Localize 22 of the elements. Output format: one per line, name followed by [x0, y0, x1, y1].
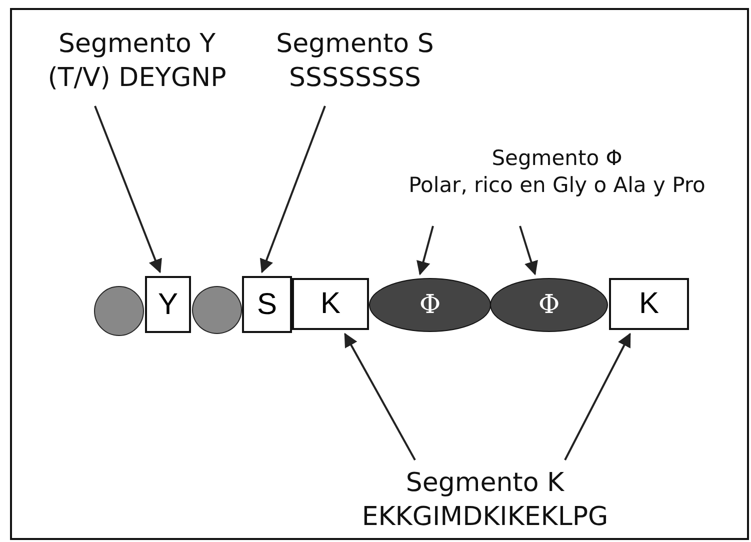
- segment-description: SSSSSSSS: [288, 62, 422, 95]
- segment-description: (T/V) DEYGNP: [48, 62, 226, 95]
- segment-box: K: [609, 278, 689, 330]
- arrow: [344, 332, 416, 460]
- segment-title: Segmento K: [406, 467, 564, 500]
- segment-title: Segmento Φ: [492, 144, 622, 172]
- segment-box: Y: [145, 276, 191, 333]
- segment-description: Polar, rico en Gly o Ala y Pro: [408, 172, 706, 199]
- segment-description: EKKGIMDKIKEKLPG: [362, 501, 608, 534]
- arrow: [519, 226, 538, 276]
- arrow: [564, 332, 631, 460]
- arrow: [416, 226, 434, 276]
- circle-segment: [94, 286, 144, 336]
- arrow: [260, 106, 326, 274]
- segment-box: K: [292, 278, 369, 330]
- segment-title: Segmento Y: [58, 28, 216, 62]
- segment-box: S: [242, 276, 292, 333]
- arrow: [94, 106, 162, 274]
- ellipse-segment: Φ: [369, 278, 491, 332]
- circle-segment: [192, 286, 242, 334]
- segment-title: Segmento S: [276, 28, 434, 62]
- ellipse-segment: Φ: [490, 278, 608, 332]
